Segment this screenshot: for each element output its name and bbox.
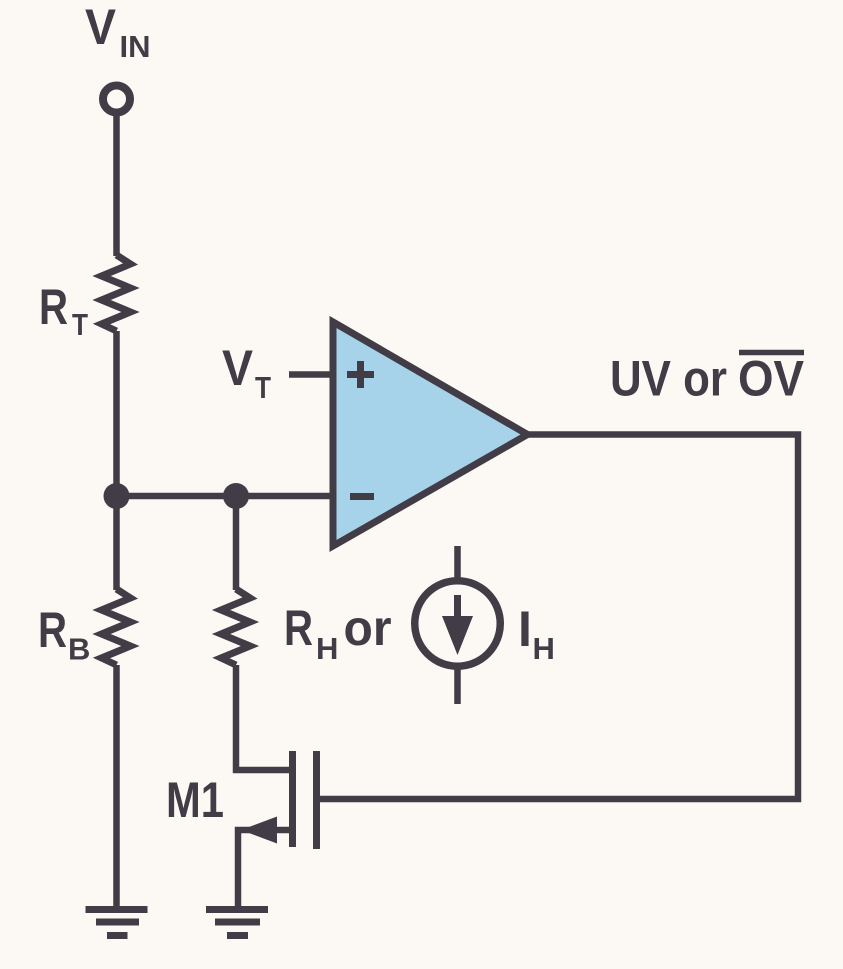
- svg-text:H: H: [533, 631, 555, 666]
- svg-text:M1: M1: [166, 772, 224, 828]
- svg-text:T: T: [255, 370, 271, 405]
- svg-text:H: H: [316, 631, 338, 666]
- svg-text:V: V: [222, 340, 254, 396]
- svg-text:R: R: [38, 602, 67, 658]
- svg-text:B: B: [68, 632, 90, 667]
- svg-text:V: V: [85, 0, 117, 55]
- svg-text:R: R: [284, 600, 313, 656]
- svg-text:OV: OV: [738, 351, 805, 407]
- svg-text:UV or: UV or: [610, 351, 727, 407]
- svg-text:IN: IN: [120, 29, 151, 64]
- svg-text:or: or: [344, 600, 392, 656]
- svg-text:R: R: [39, 279, 68, 335]
- svg-text:T: T: [72, 307, 88, 342]
- svg-text:I: I: [518, 601, 532, 657]
